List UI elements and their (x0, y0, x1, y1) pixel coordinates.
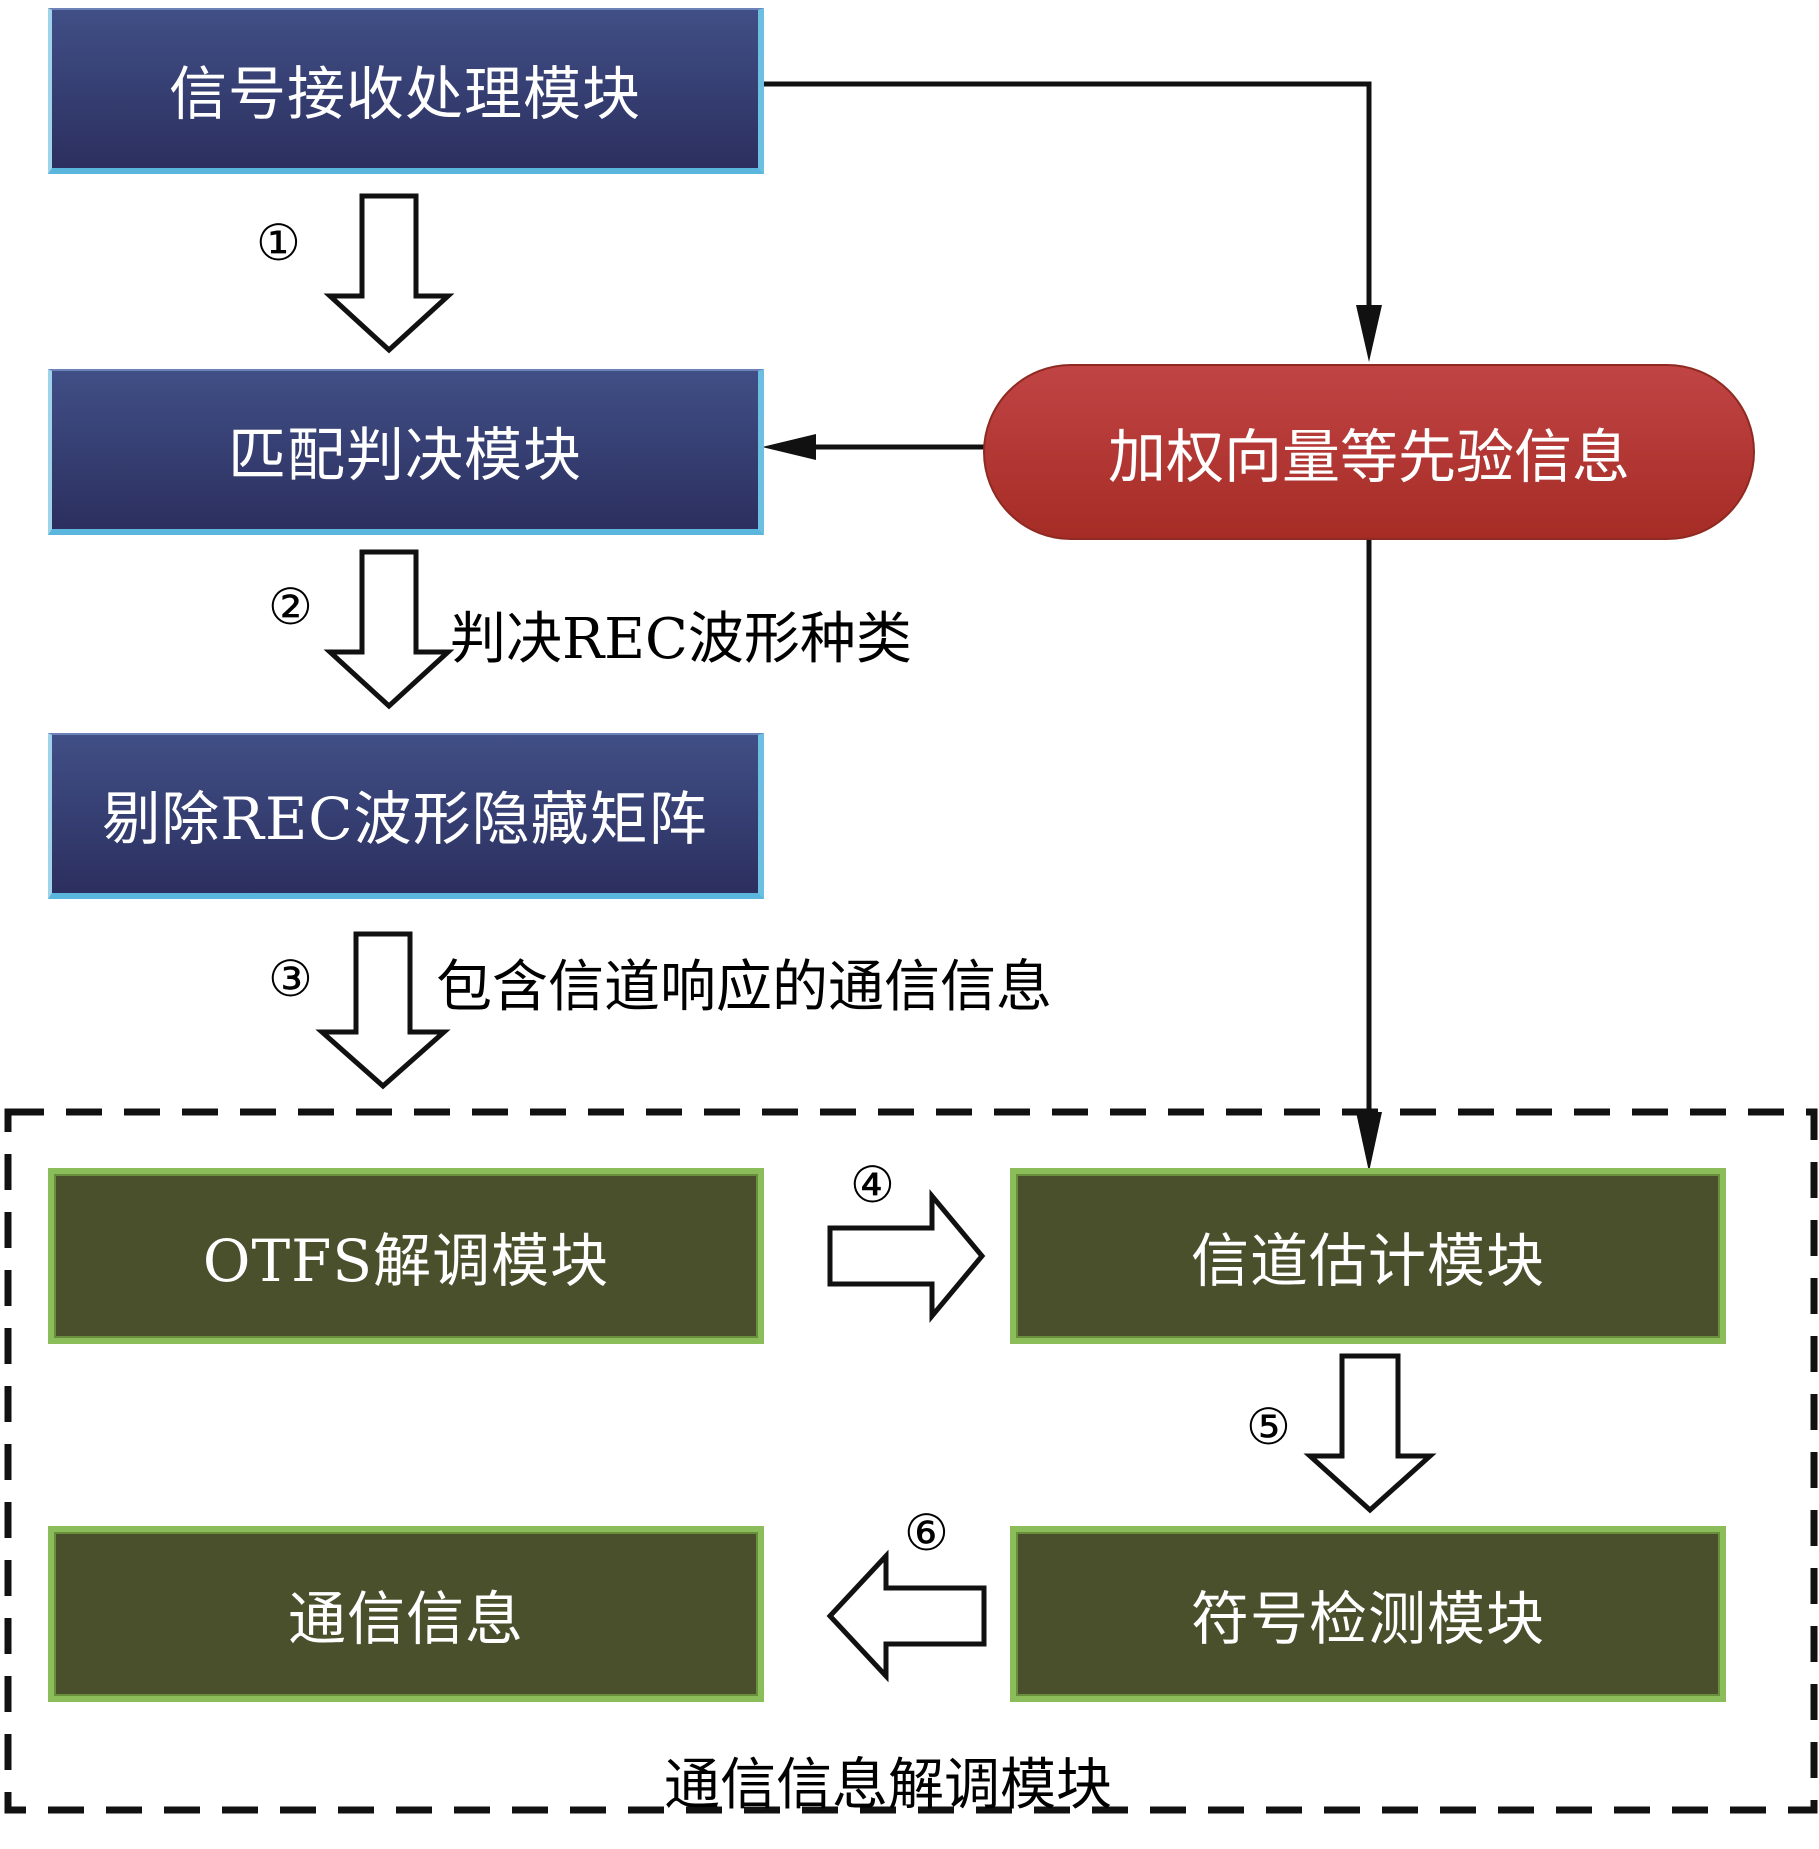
arrowhead-to-match (762, 434, 816, 460)
comm-info-label: 通信信息 (287, 1585, 524, 1653)
step4-number: ④ (850, 1156, 895, 1214)
symbol-detect-label: 符号检测模块 (1190, 1585, 1545, 1653)
channel-est-label: 信道估计模块 (1190, 1227, 1545, 1295)
otfs-demod-label: OTFS解调模块 (202, 1227, 610, 1295)
step5-number: ⑤ (1246, 1398, 1291, 1456)
signal-receive-label: 信号接收处理模块 (168, 60, 641, 128)
step6-number: ⑥ (904, 1504, 949, 1562)
step4-hollow-arrow (827, 1189, 986, 1323)
demod-group-label: 通信信息解调模块 (664, 1753, 1112, 1818)
arrowhead-to-channel (1356, 1112, 1382, 1172)
remove-rec-module: 剔除REC波形隐藏矩阵 (48, 733, 764, 899)
channel-est-module: 信道估计模块 (1010, 1168, 1726, 1344)
match-decision-module: 匹配判决模块 (48, 369, 764, 535)
symbol-detect-module: 符号检测模块 (1010, 1526, 1726, 1702)
step3-label: 包含信道响应的通信信息 (436, 955, 1052, 1020)
arrowhead-to-prior (1356, 305, 1382, 362)
comm-info-module: 通信信息 (48, 1526, 764, 1702)
step5-hollow-arrow (1303, 1353, 1437, 1514)
step6-hollow-arrow (826, 1549, 987, 1683)
step3-number: ③ (268, 950, 313, 1008)
connector-signal-to-prior (762, 81, 1372, 330)
step1-hollow-arrow (323, 193, 455, 354)
signal-receive-module: 信号接收处理模块 (48, 8, 764, 174)
prior-info-label: 加权向量等先验信息 (1107, 423, 1630, 491)
step1-number: ① (256, 214, 301, 272)
step2-hollow-arrow (323, 549, 455, 710)
match-decision-label: 匹配判决模块 (227, 421, 582, 489)
remove-rec-label: 剔除REC波形隐藏矩阵 (102, 785, 708, 853)
demod-group-border (4, 1108, 1818, 1814)
step2-number: ② (268, 578, 313, 636)
step2-label: 判决REC波形种类 (450, 607, 912, 672)
step3-hollow-arrow (315, 931, 451, 1090)
prior-info-node: 加权向量等先验信息 (983, 364, 1755, 540)
otfs-demod-module: OTFS解调模块 (48, 1168, 764, 1344)
